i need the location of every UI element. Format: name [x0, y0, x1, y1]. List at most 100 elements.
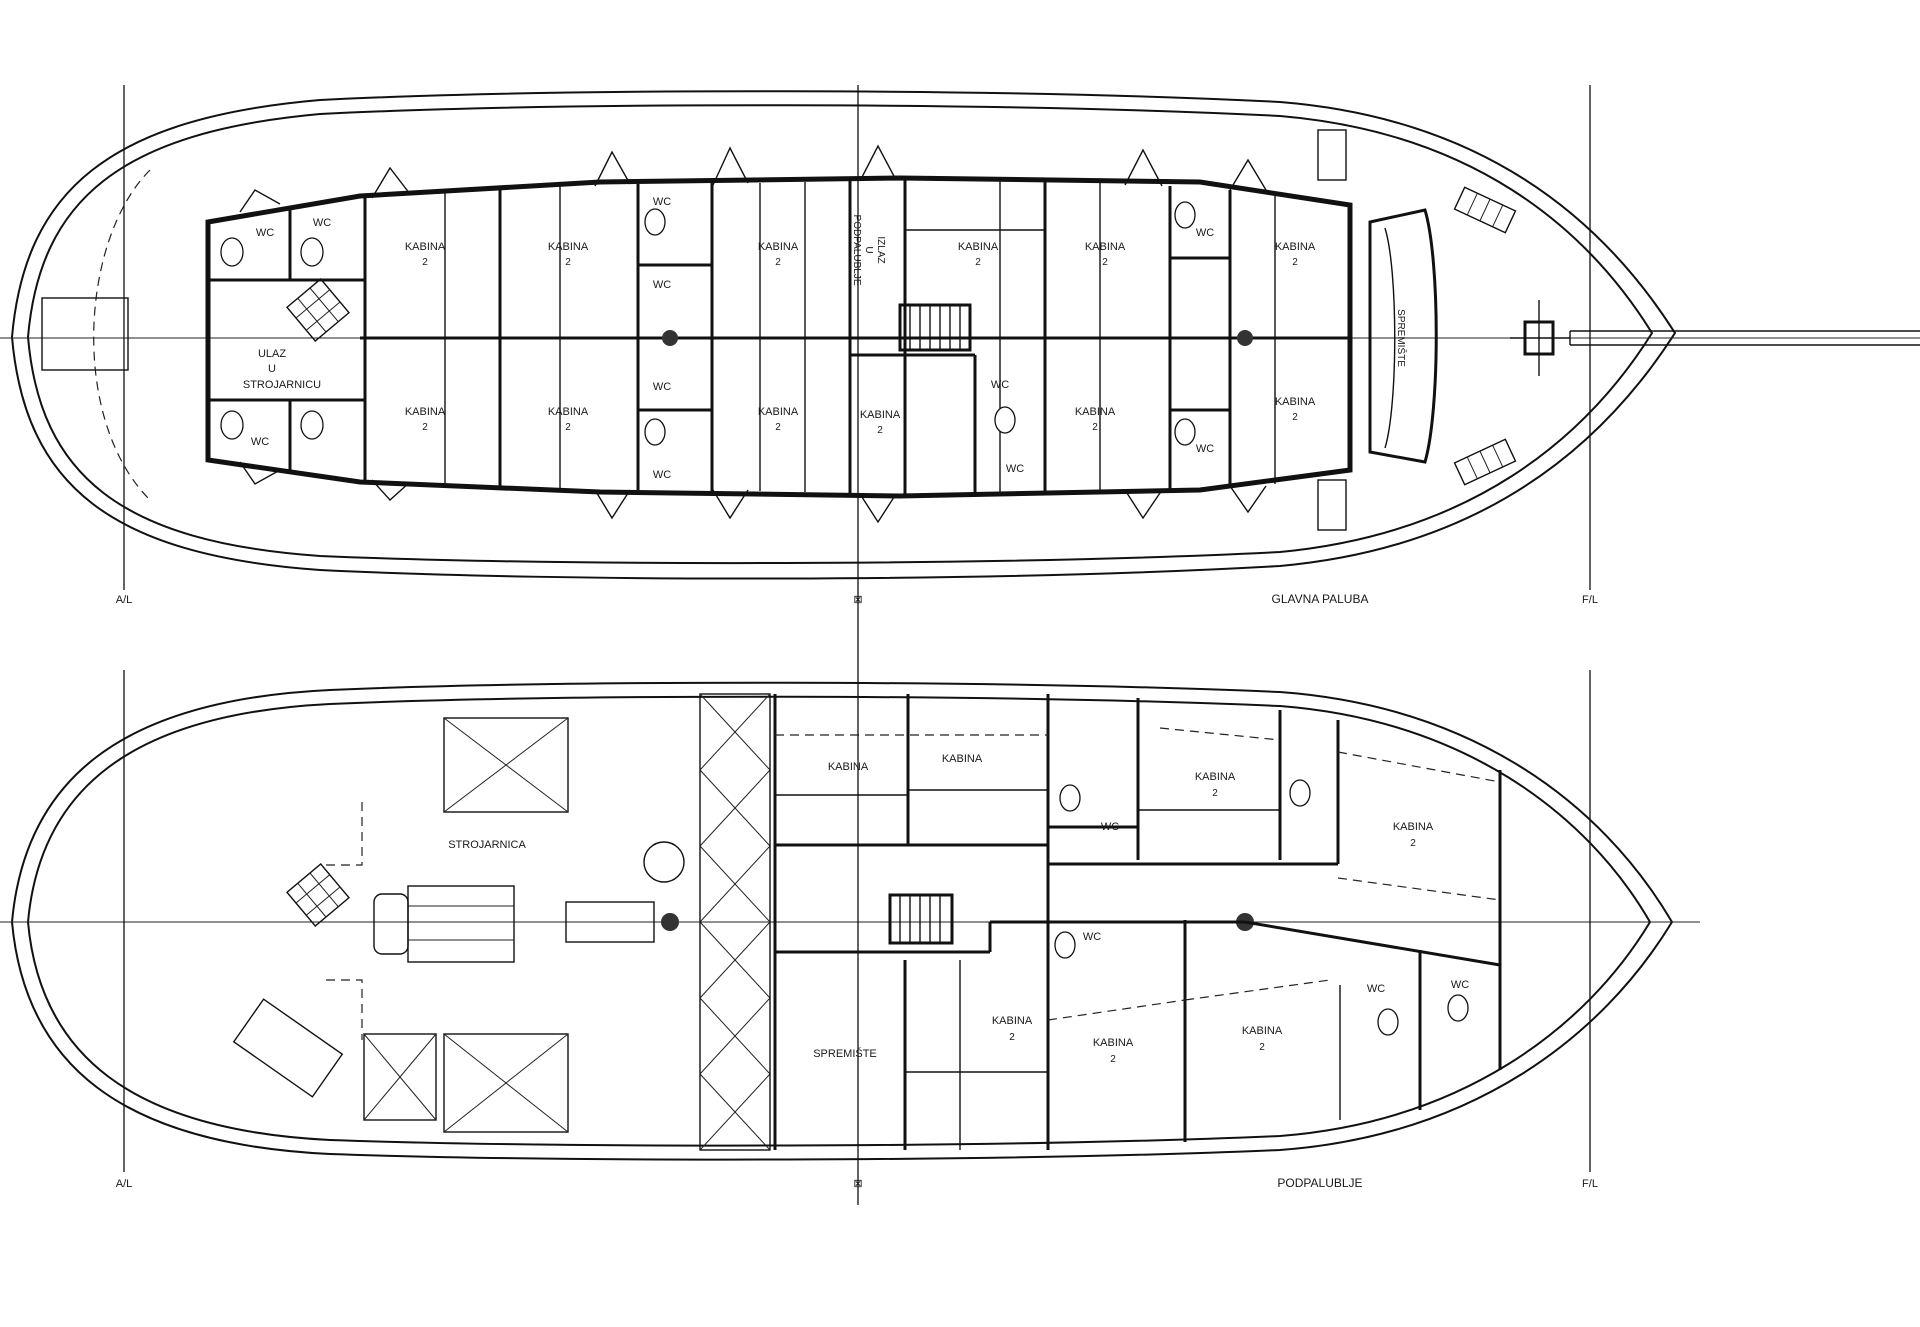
deck-title: PODPALUBLJE [1277, 1176, 1362, 1190]
lower-deck-bulkheads [773, 694, 1502, 1150]
main-deck-hull-outer [10, 90, 1677, 580]
lower-deck-hull-outer [10, 681, 1674, 1161]
cabin-label: KABINA [405, 241, 446, 253]
cabin-label: KABINA [1242, 1025, 1283, 1037]
cabin-capacity: 2 [565, 422, 571, 433]
main-deck-labels: WC WC WC ULAZ U STROJARNICU KABINA 2 KAB… [243, 196, 1408, 481]
cabin-capacity: 2 [1102, 257, 1108, 268]
engine-room-hatches [363, 717, 569, 1133]
cabin-capacity: 2 [1410, 838, 1416, 849]
cabin-label: KABINA [1275, 396, 1316, 408]
cabin-label: KABINA [405, 406, 446, 418]
cabin-label: KABINA [548, 241, 589, 253]
side-doors [239, 144, 1267, 524]
ulaz-label: U [268, 363, 276, 375]
wc-label: WC [1196, 227, 1214, 239]
cabin-label: KABINA [1195, 771, 1236, 783]
cabin-capacity: 2 [565, 257, 571, 268]
wc-label: WC [653, 381, 671, 393]
cabin-capacity: 2 [775, 422, 781, 433]
ladder-icon [888, 893, 954, 945]
cabin-label: KABINA [1393, 821, 1434, 833]
wc-label: WC [1101, 821, 1119, 833]
main-deck-hull-inner [26, 104, 1654, 565]
wc-label: WC [653, 196, 671, 208]
cabin-label: KABINA [1093, 1037, 1134, 1049]
cabin-capacity: 2 [975, 257, 981, 268]
station-label-aft: A/L [116, 1178, 133, 1190]
cabin-capacity: 2 [1292, 257, 1298, 268]
anchor-winch-icon [1510, 300, 1570, 376]
gangway [1317, 129, 1347, 181]
cabin-label: KABINA [942, 753, 983, 765]
cabin-capacity: 2 [1009, 1032, 1015, 1043]
cabin-capacity: 2 [775, 257, 781, 268]
lower-deck-toilets [1054, 779, 1469, 1036]
cabin-label: KABINA [958, 241, 999, 253]
cabin-capacity: 2 [1110, 1054, 1116, 1065]
stern-dashed-arc [93, 169, 151, 501]
station-label-aft: A/L [116, 594, 133, 606]
mast-icon [662, 330, 678, 346]
main-deck-toilets [220, 201, 1196, 446]
engine-icon [373, 885, 655, 963]
ladder-icon [898, 303, 972, 352]
izlaz-label: U [863, 246, 874, 253]
station-label-fwd: F/L [1582, 594, 1598, 606]
wc-label: WC [991, 379, 1009, 391]
propeller-icon [286, 278, 350, 342]
collision-frame [699, 693, 771, 1151]
wc-label: WC [653, 279, 671, 291]
cabin-capacity: 2 [1092, 422, 1098, 433]
spremiste-label: SPREMIŠTE [1395, 309, 1408, 367]
cabin-label: KABINA [1275, 241, 1316, 253]
liferaft-icon [1453, 186, 1517, 234]
wc-label: WC [1451, 979, 1469, 991]
ulaz-label: ULAZ [258, 348, 286, 360]
lower-deck-labels: STROJARNICA SPREMIŠTE KABINA KABINA WC K… [448, 753, 1469, 1065]
battery-box [232, 998, 344, 1098]
main-deck-bulkheads [208, 180, 1352, 494]
propeller-icon [286, 863, 350, 927]
main-deck-bunks [444, 180, 1276, 494]
cabin-capacity: 2 [1259, 1042, 1265, 1053]
cabin-label: KABINA [758, 241, 799, 253]
wc-label: WC [313, 217, 331, 229]
cabin-label: KABINA [548, 406, 589, 418]
izlaz-label: PODPALUBLJE [851, 215, 862, 286]
cabin-capacity: 2 [877, 425, 883, 436]
wc-label: WC [251, 436, 269, 448]
cabin-capacity: 2 [1212, 788, 1218, 799]
cabin-label: KABINA [992, 1015, 1033, 1027]
cabin-label: KABINA [1075, 406, 1116, 418]
cabin-capacity: 2 [422, 257, 428, 268]
lower-deck: STROJARNICA SPREMIŠTE KABINA KABINA WC K… [0, 600, 1700, 1205]
cabin-label: KABINA [758, 406, 799, 418]
cabin-capacity: 2 [422, 422, 428, 433]
station-label-mid: ⊠ [853, 1178, 862, 1190]
station-label-fwd: F/L [1582, 1178, 1598, 1190]
cabin-capacity: 2 [1292, 412, 1298, 423]
engine-dashed [326, 802, 363, 1040]
forepeak-store-outline [1368, 208, 1438, 464]
wc-label: WC [256, 227, 274, 239]
main-deck: WC WC WC ULAZ U STROJARNICU KABINA 2 KAB… [0, 85, 1920, 606]
strojarnica-label: STROJARNICA [448, 839, 526, 851]
mast-icon [1237, 330, 1253, 346]
wc-label: WC [1083, 931, 1101, 943]
tank-icon [643, 841, 685, 883]
cabin-label: KABINA [860, 409, 901, 421]
spremiste-label: SPREMIŠTE [813, 1047, 877, 1060]
wc-label: WC [1196, 443, 1214, 455]
wc-label: WC [1367, 983, 1385, 995]
deck-title: GLAVNA PALUBA [1272, 592, 1369, 606]
lower-deck-bunks [775, 727, 1501, 1150]
izlaz-label: IZLAZ [875, 236, 886, 263]
wc-label: WC [653, 469, 671, 481]
wc-label: WC [1006, 463, 1024, 475]
cabin-label: KABINA [1085, 241, 1126, 253]
gangway [1317, 479, 1347, 531]
aft-hatch [41, 297, 129, 371]
cabin-label: KABINA [828, 761, 869, 773]
